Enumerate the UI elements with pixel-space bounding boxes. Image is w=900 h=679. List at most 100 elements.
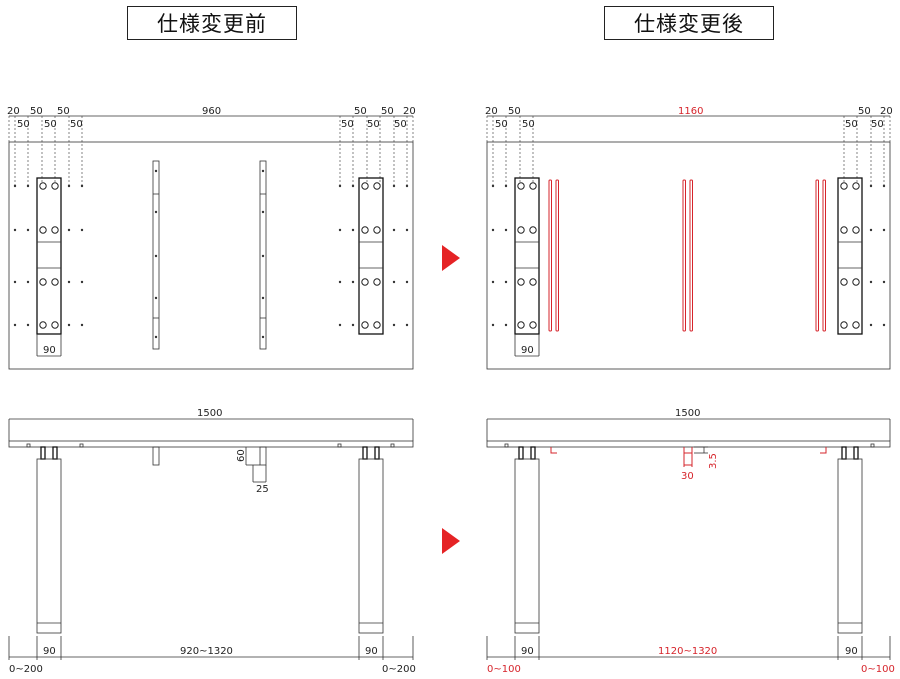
before-plan-table-top <box>8 141 414 370</box>
after-plan-leg-frame-right <box>837 177 863 335</box>
hole <box>405 280 409 284</box>
hole <box>80 280 84 284</box>
hole <box>869 280 873 284</box>
after-plan-bolts <box>517 182 860 329</box>
hole <box>80 228 84 232</box>
bolt <box>529 321 537 329</box>
hole <box>405 323 409 327</box>
hole <box>26 280 30 284</box>
before-plan-dim-top-right-5: 20 <box>403 106 416 117</box>
hole <box>869 228 873 232</box>
bracket-hole <box>261 210 265 214</box>
after-elev-leg-right <box>837 458 863 634</box>
hole <box>491 228 495 232</box>
hole <box>504 228 508 232</box>
hole <box>67 323 71 327</box>
after-elev-leg-left <box>514 458 540 634</box>
hole <box>80 184 84 188</box>
before-elev-leg-left <box>36 458 62 634</box>
after-plan-dim-center: 1160 <box>678 106 703 117</box>
hole <box>13 280 17 284</box>
after-plan-dim-top-right-0: 50 <box>845 119 858 130</box>
before-plan-dim-top-left-3: 50 <box>44 119 57 130</box>
before-elev-dim-leg-left: 90 <box>43 646 56 657</box>
hole <box>26 184 30 188</box>
hole <box>392 280 396 284</box>
before-elev-dim-bracket-height: 60 <box>236 449 247 462</box>
hole <box>392 323 396 327</box>
after-elev-hardware <box>504 443 875 460</box>
after-plan-dim-top-left-0: 20 <box>485 106 498 117</box>
after-plan-table-top <box>486 141 891 370</box>
bracket-hole <box>154 335 158 339</box>
after-elev-table-top <box>486 440 891 448</box>
before-plan: 20 50 50 50 50 50 960 50 50 50 50 50 20 <box>7 106 416 370</box>
after-plan: 20 50 50 50 1160 50 50 50 20 <box>485 106 893 370</box>
bracket-hole <box>154 210 158 214</box>
before-plan-bracket-holes <box>154 169 265 339</box>
hole <box>491 184 495 188</box>
before-elev-dim-bracket-width: 25 <box>256 484 269 495</box>
bolt <box>529 226 537 234</box>
title-after: 仕様変更後 <box>604 6 774 40</box>
bolt <box>361 226 369 234</box>
bolt <box>361 278 369 286</box>
bolt <box>373 278 381 286</box>
after-plan-dim-top-right-2: 50 <box>871 119 884 130</box>
bolt <box>529 278 537 286</box>
hole <box>13 323 17 327</box>
after-plan-channel-center <box>682 179 693 332</box>
bolt <box>517 226 525 234</box>
before-plan-leg-frame-right <box>358 177 384 335</box>
hole <box>67 280 71 284</box>
bolt <box>373 226 381 234</box>
before-plan-dim-top-right-0: 50 <box>341 119 354 130</box>
hole <box>392 228 396 232</box>
before-plan-dim-leg-width: 90 <box>43 345 56 356</box>
bracket-hole <box>154 254 158 258</box>
after-plan-dim-top-right-3: 20 <box>880 106 893 117</box>
before-elev-dim-adjust-left: 0~200 <box>9 664 43 675</box>
after-plan-leg-frame-left <box>514 177 540 335</box>
before-elev-bracket-2 <box>259 446 267 466</box>
before-elev-table-top <box>8 440 414 448</box>
before-elev-dim-adjust-right: 0~200 <box>382 664 416 675</box>
after-plan-dim-top-left-3: 50 <box>522 119 535 130</box>
hole <box>392 184 396 188</box>
after-plan-dim-top-left-2: 50 <box>508 106 521 117</box>
after-elev-dim-leg-left: 90 <box>521 646 534 657</box>
before-plan-dim-center: 960 <box>202 106 221 117</box>
hole <box>882 323 886 327</box>
hole <box>491 280 495 284</box>
before-plan-dim-top-left-5: 50 <box>70 119 83 130</box>
hole <box>405 184 409 188</box>
hole <box>405 228 409 232</box>
bracket-hole <box>261 254 265 258</box>
after-elev-dim-adjust-left: 0~100 <box>487 664 521 675</box>
hole <box>351 228 355 232</box>
after-plan-dim-top-left-1: 50 <box>495 119 508 130</box>
before-plan-extension-lines <box>8 116 414 186</box>
hole <box>13 228 17 232</box>
bolt <box>852 321 860 329</box>
bolt <box>373 321 381 329</box>
hole <box>882 228 886 232</box>
bolt <box>373 182 381 190</box>
hole <box>338 323 342 327</box>
hole <box>351 280 355 284</box>
bracket-hole <box>261 296 265 300</box>
after-elevation: 1500 30 3.5 <box>486 408 895 675</box>
before-plan-bracket-2 <box>259 160 267 350</box>
bolt <box>517 182 525 190</box>
bolt <box>852 182 860 190</box>
arrow-right-icon <box>442 528 460 554</box>
bolt <box>517 321 525 329</box>
bolt <box>840 182 848 190</box>
bolt <box>840 321 848 329</box>
after-plan-extension-lines <box>486 116 891 186</box>
hole <box>338 184 342 188</box>
bolt <box>840 278 848 286</box>
hole <box>80 323 84 327</box>
before-elev-leg-right <box>358 458 384 634</box>
